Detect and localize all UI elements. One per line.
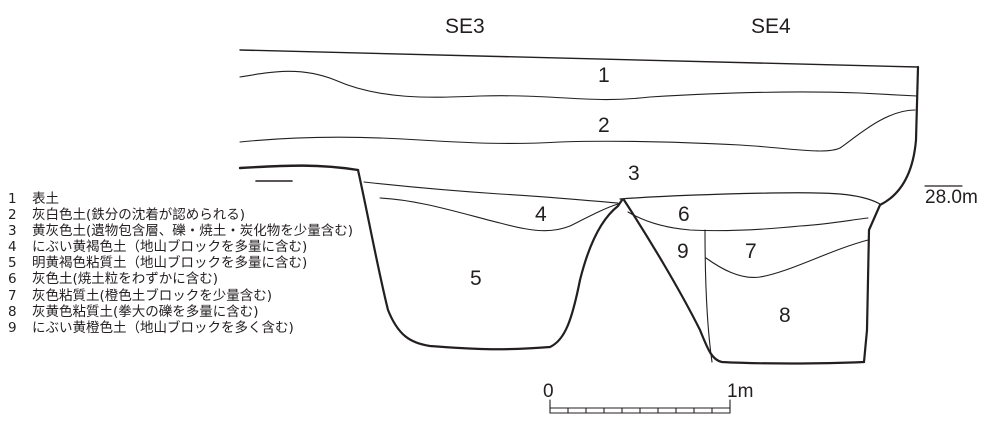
legend-text: 灰色土(焼土粒をわずかに含む)	[32, 271, 219, 288]
legend-number: 2	[8, 207, 17, 224]
section-title-se4: SE4	[751, 15, 791, 38]
layer-6-base-line	[627, 211, 869, 232]
legend-number: 3	[8, 223, 17, 240]
legend-item: 2 灰白色土(鉄分の沈着が認められる)	[8, 207, 368, 223]
legend-text: 表土	[32, 191, 59, 207]
legend-item: 1 表土	[8, 191, 368, 207]
scale-label-end: 1m	[727, 381, 753, 402]
layer-3-4-boundary	[363, 181, 619, 204]
se3-pit-outline	[356, 168, 624, 351]
legend-number: 8	[8, 303, 17, 320]
layer-label-7: 7	[745, 240, 757, 263]
section-title-se3: SE3	[445, 15, 485, 38]
layer-7-base-line	[705, 239, 869, 279]
scale-bar	[549, 399, 731, 414]
legend-number: 1	[8, 191, 17, 207]
ground-surface-line	[239, 49, 919, 68]
legend-text: 明黄褐色粘質土（地山ブロックを多量に含む)	[32, 255, 308, 272]
legend-item: 3 黄灰色土(遺物包含層、礫・焼土・炭化物を少量含む)	[8, 223, 368, 239]
legend-text: 灰白色土(鉄分の沈着が認められる)	[32, 207, 246, 224]
legend-number: 5	[8, 255, 17, 272]
layer-label-9: 9	[677, 240, 689, 263]
legend-item: 9 にぶい黄橙色土（地山ブロックを多く含む)	[8, 320, 368, 336]
layer-9-division-line	[704, 229, 713, 363]
section-base-line	[238, 164, 360, 172]
legend-item: 5 明黄褐色粘質土（地山ブロックを多量に含む)	[8, 255, 368, 271]
layer-label-2: 2	[598, 114, 610, 137]
legend-item: 7 灰色粘質土(橙色土ブロックを少量含む)	[8, 288, 368, 304]
layer-label-6: 6	[678, 203, 690, 226]
legend-number: 9	[8, 319, 17, 336]
legend-text: にぶい黄橙色土（地山ブロックを多く含む)	[32, 319, 294, 336]
legend-text: 灰黄色粘質土(拳大の礫を多量に含む)	[32, 303, 259, 320]
layer-label-5: 5	[470, 267, 482, 290]
section-base-line-right	[619, 192, 881, 205]
layer-label-3: 3	[628, 162, 640, 185]
legend-text: 黄灰色土(遺物包含層、礫・焼土・炭化物を少量含む)	[32, 223, 354, 240]
layer-2-base-line	[239, 109, 916, 152]
legend-item: 8 灰黄色粘質土(拳大の礫を多量に含む)	[8, 304, 368, 320]
layer-1-base-line	[239, 70, 918, 101]
legend-text: にぶい黄褐色土（地山ブロックを多量に含む)	[32, 239, 308, 256]
section-right-edge	[862, 65, 920, 364]
layer-label-4: 4	[535, 203, 547, 226]
elevation-label: 28.0m	[925, 187, 978, 208]
layer-label-8: 8	[779, 304, 791, 327]
layer-label-1: 1	[598, 64, 610, 87]
legend-number: 4	[8, 239, 17, 256]
legend-number: 7	[8, 287, 17, 304]
scale-label-start: 0	[543, 381, 554, 402]
layer-legend: 1 表土 2 灰白色土(鉄分の沈着が認められる) 3 黄灰色土(遺物包含層、礫・焼土・…	[8, 191, 368, 336]
layer-4-base-line	[379, 197, 619, 232]
legend-text: 灰色粘質土(橙色土ブロックを少量含む)	[32, 287, 273, 304]
se4-pit-outline	[622, 198, 866, 365]
legend-item: 4 にぶい黄褐色土（地山ブロックを多量に含む)	[8, 239, 368, 255]
legend-item: 6 灰色土(焼土粒をわずかに含む)	[8, 271, 368, 287]
legend-number: 6	[8, 271, 17, 288]
